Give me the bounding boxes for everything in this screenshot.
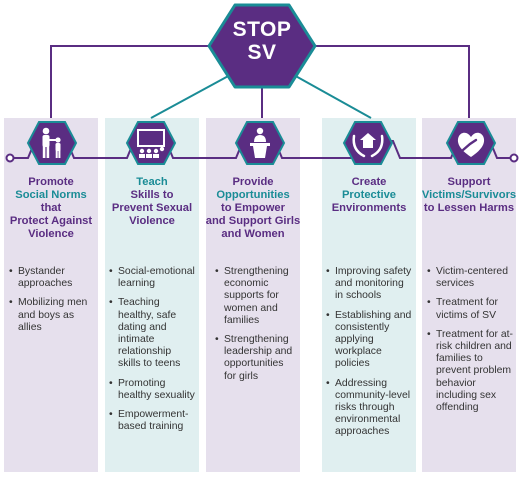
column-title-support-victims: Support Victims/Survivors to Lessen Harm… xyxy=(421,176,517,214)
list-item: Bystander approaches xyxy=(9,266,91,290)
stop-label: STOP xyxy=(232,18,292,41)
connector-left xyxy=(50,45,217,118)
column-title-protective: Create Protective Environments xyxy=(331,176,407,214)
bullets-teach-skills: Social-emotional learning Teaching healt… xyxy=(109,266,195,440)
column-bg-social-norms xyxy=(4,118,98,472)
bullets-social-norms: Bystander approaches Mobilizing men and … xyxy=(9,266,91,341)
list-item: Empowerment-based training xyxy=(109,409,195,433)
list-item: Strengthening leadership and opportuniti… xyxy=(215,334,297,383)
list-item: Teaching healthy, safe dating and intima… xyxy=(109,297,195,370)
sv-label: SV xyxy=(247,41,277,64)
list-item: Establishing and consistently applying w… xyxy=(326,310,412,371)
list-item: Strengthening economic supports for wome… xyxy=(215,266,297,327)
family-icon xyxy=(26,121,78,165)
list-item: Promoting healthy sexuality xyxy=(109,378,195,402)
list-item: Social-emotional learning xyxy=(109,266,195,290)
list-item: Treatment for victims of SV xyxy=(427,297,513,321)
protective-hands-icon xyxy=(342,121,394,165)
stop-sv-hexagon xyxy=(207,3,317,89)
stop-sv-title: STOP SV xyxy=(214,18,310,64)
bullets-protective: Improving safety and monitoring in schoo… xyxy=(326,266,412,446)
list-item: Addressing community-level risks through… xyxy=(326,378,412,439)
connector-teal-left xyxy=(150,73,233,119)
podium-speaker-icon xyxy=(234,121,286,165)
list-item: Improving safety and monitoring in schoo… xyxy=(326,266,412,303)
column-title-teach-skills: Teach Skills to Prevent Sexual Violence xyxy=(111,176,193,227)
column-title-social-norms: Promote Social Norms that Protect Agains… xyxy=(9,176,93,240)
connector-teal-right xyxy=(291,73,372,119)
right-end-dot xyxy=(509,153,519,163)
connector-right xyxy=(308,45,470,118)
list-item: Victim-centered services xyxy=(427,266,513,290)
left-end-dot xyxy=(5,153,15,163)
bullets-opportunities: Strengthening economic supports for wome… xyxy=(215,266,297,390)
bullets-support-victims: Victim-centered services Treatment for v… xyxy=(427,266,513,421)
column-title-opportunities: Provide Opportunities to Empower and Sup… xyxy=(205,176,301,240)
classroom-teaching-icon xyxy=(125,121,177,165)
list-item: Treatment for at-risk children and famil… xyxy=(427,329,513,414)
list-item: Mobilizing men and boys as allies xyxy=(9,297,91,334)
heart-hand-icon xyxy=(445,121,497,165)
